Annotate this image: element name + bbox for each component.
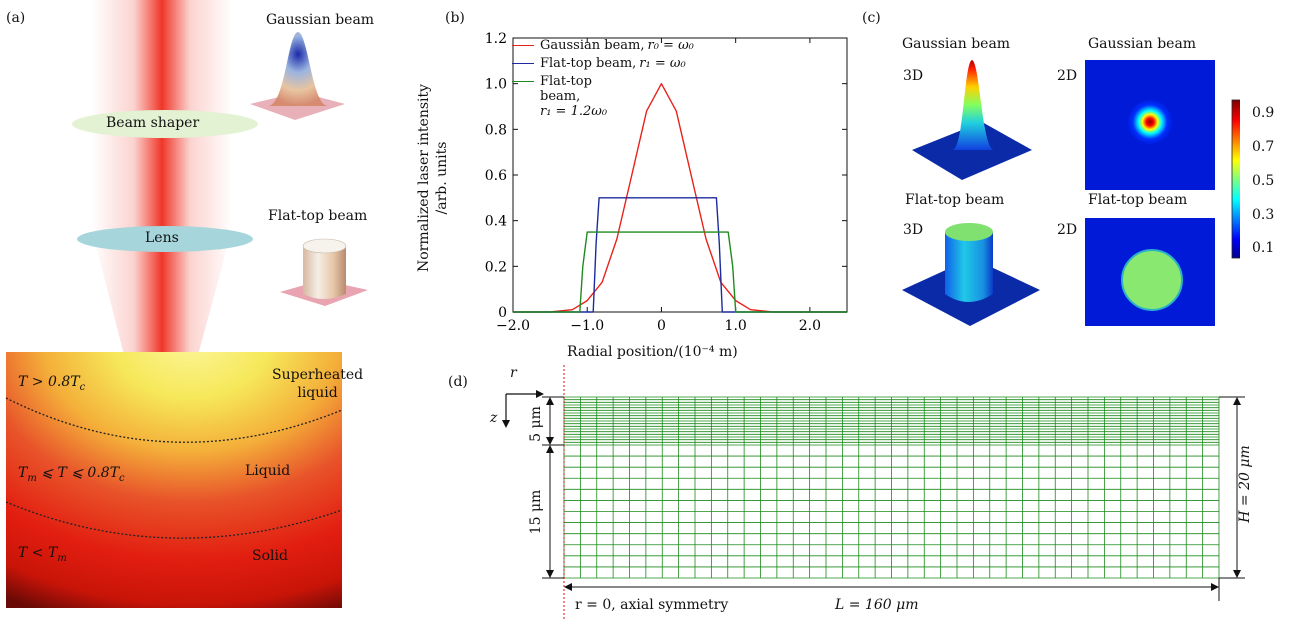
beam-shaper-ellipse xyxy=(72,110,258,138)
y-tick-label: 0 xyxy=(498,305,507,321)
legend-item-flattop-1: Flat-top beam, r₁ = ω₀ xyxy=(512,56,694,71)
chart-xlabel: Radial position/(10⁻⁴ m) xyxy=(567,344,738,360)
r-axis-label: r xyxy=(510,365,517,381)
chart-ylabel: Normalized laser intensity/arb. units xyxy=(416,83,450,273)
panel-c-tag: (c) xyxy=(862,10,881,26)
axis-symmetry-note: r = 0, axial symmetry xyxy=(575,597,729,613)
zone-solid-condition: T < Tm xyxy=(18,545,67,564)
dim-5-line-head-bottom xyxy=(546,437,554,445)
flattop-2d-title: Flat-top beam xyxy=(1088,192,1188,208)
beam-shaper-label: Beam shaper xyxy=(106,115,200,131)
melt-pool xyxy=(6,352,342,608)
gaussian-3d-base xyxy=(912,122,1032,180)
r-arrow-head xyxy=(536,390,544,398)
dim-H-line-head-bottom xyxy=(1233,570,1241,578)
zone-liquid-name: Liquid xyxy=(245,463,291,479)
dim-5-line-head-top xyxy=(546,397,554,405)
gaussian-beam-3d-icon xyxy=(250,32,345,120)
legend-item-gaussian: Gaussian beam, r₀ = ω₀ xyxy=(512,38,694,53)
y-tick-label: 1.2 xyxy=(485,31,507,47)
y-tick-label: 0.8 xyxy=(485,122,507,138)
colorbar xyxy=(1231,99,1240,259)
legend-item-flattop-2: Flat-top beam, r₁ = 1.2ω₀ xyxy=(512,74,694,119)
x-tick-label: 1.0 xyxy=(725,318,747,334)
dim-L-head-right xyxy=(1211,583,1219,591)
dim-5um: 5 μm xyxy=(528,406,544,442)
dim-L: L = 160 μm xyxy=(835,597,919,613)
z-arrow-head xyxy=(502,420,510,428)
colorbar-ticks: 0.9 0.7 0.5 0.3 0.1 xyxy=(1252,105,1275,256)
dim-15-line-head-bottom xyxy=(546,570,554,578)
y-tick-label: 0.4 xyxy=(485,214,507,230)
series-line-1 xyxy=(513,197,847,313)
zone-superheated-condition: T > 0.8Tc xyxy=(18,374,86,393)
gaussian-2d-tag: 2D xyxy=(1057,68,1078,84)
gaussian-beam-label-a: Gaussian beam xyxy=(266,12,375,28)
y-tick-label: 1.0 xyxy=(485,77,507,93)
gaussian-3d-peak xyxy=(952,60,994,150)
dim-H: H = 20 μm xyxy=(1237,445,1253,523)
intensity-chart: −2.0 −1.0 0 1.0 2.0 0 0.2 0.4 0.6 0.8 1.0 1.2 xyxy=(485,31,848,334)
panel-c-figure xyxy=(902,60,1240,326)
flattop-beam-3d-icon xyxy=(280,238,368,306)
lens-ellipse xyxy=(77,226,253,252)
flattop-3d-cylinder xyxy=(945,232,993,302)
mesh-diagram xyxy=(502,365,1245,619)
x-tick-label: −1.0 xyxy=(570,318,604,334)
flattop-3d-title: Flat-top beam xyxy=(905,192,1005,208)
y-tick-label: 0.6 xyxy=(485,168,507,184)
flattop-beam-label-a: Flat-top beam xyxy=(268,208,368,224)
panel-a-tag: (a) xyxy=(6,10,26,26)
lens-label: Lens xyxy=(145,230,179,246)
panel-a-figure xyxy=(5,0,368,608)
series-line-0 xyxy=(513,83,847,313)
panel-d-tag: (d) xyxy=(448,374,468,390)
x-tick-label: −2.0 xyxy=(496,318,530,334)
flattop-2d-tag: 2D xyxy=(1057,222,1078,238)
dim-L-head-left xyxy=(564,583,572,591)
x-tick-label: 2.0 xyxy=(799,318,821,334)
panel-b-tag: (b) xyxy=(445,10,465,26)
series-line-2 xyxy=(513,231,847,313)
flattop-3d-tag: 3D xyxy=(903,222,924,238)
y-tick-label: 0.2 xyxy=(485,259,507,275)
dim-15um: 15 μm xyxy=(528,489,544,535)
chart-legend: Gaussian beam, r₀ = ω₀ Flat-top beam, r₁… xyxy=(512,38,694,119)
x-tick-label: 0 xyxy=(657,318,666,334)
dim-H-line-head-top xyxy=(1233,397,1241,405)
gaussian-3d-title: Gaussian beam xyxy=(902,36,1011,52)
zone-solid-name: Solid xyxy=(252,548,288,564)
z-axis-label: z xyxy=(490,410,498,426)
gaussian-3d-tag: 3D xyxy=(903,68,924,84)
dim-15-line-head-top xyxy=(546,445,554,453)
gaussian-2d-title: Gaussian beam xyxy=(1088,36,1197,52)
zone-liquid-condition: Tm ⩽ T ⩽ 0.8Tc xyxy=(18,465,125,484)
